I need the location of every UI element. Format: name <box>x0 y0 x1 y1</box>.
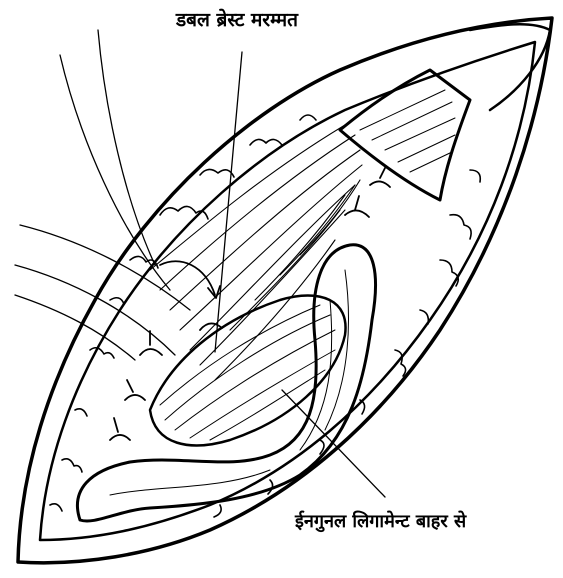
label-inguinal-ligament: ईनगुनल लिगामेन्ट बाहर से <box>295 509 466 533</box>
incision-outline <box>18 18 552 563</box>
label-double-breast-repair: डबल ब्रेस्ट मरम्मत <box>176 6 298 32</box>
top-label-leader <box>215 52 242 352</box>
suture-threads <box>15 30 190 360</box>
